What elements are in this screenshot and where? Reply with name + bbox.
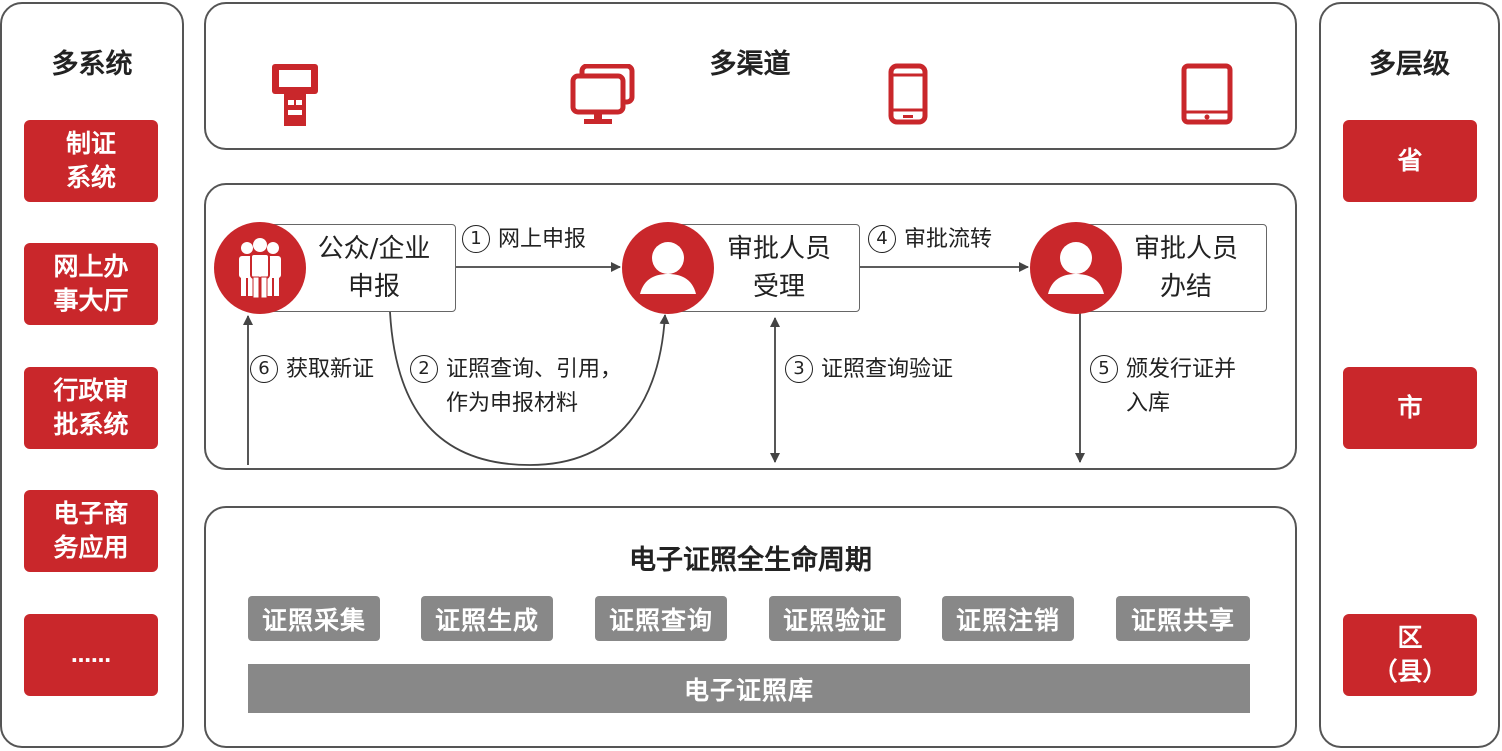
system-item-more: ……	[24, 614, 158, 696]
step-get-new-cert: 6 获取新证	[250, 353, 374, 387]
tablet-icon	[1181, 63, 1233, 125]
step-number: 3	[785, 355, 813, 383]
channels-panel	[204, 2, 1297, 150]
stage-collect: 证照采集	[248, 596, 380, 641]
step-text: 颁发行证并 入库	[1126, 357, 1237, 416]
person-icon	[622, 222, 714, 314]
system-item-admin-approval: 行政审 批系统	[24, 367, 158, 449]
step-text: 审批流转	[904, 227, 993, 252]
step-approval-transfer: 4 审批流转	[868, 223, 992, 257]
desktop-computer-icon	[570, 64, 635, 124]
step-issue-store: 5 颁发行证并 入库	[1090, 353, 1236, 421]
step-text: 证照查询验证	[821, 357, 954, 382]
kiosk-icon	[272, 64, 318, 126]
stage-cancel: 证照注销	[942, 596, 1074, 641]
level-province: 省	[1343, 120, 1477, 202]
group-icon	[214, 222, 306, 314]
stage-query: 证照查询	[595, 596, 727, 641]
step-number: 2	[410, 355, 438, 383]
systems-title: 多系统	[51, 49, 133, 80]
stage-verify: 证照验证	[769, 596, 901, 641]
step-number: 6	[250, 355, 278, 383]
step-text: 获取新证	[286, 357, 375, 382]
step-text: 证照查询、引用， 作为申报材料	[446, 357, 623, 416]
stage-share: 证照共享	[1116, 596, 1250, 641]
mobile-phone-icon	[888, 63, 928, 125]
arrow-query-reference	[389, 311, 670, 466]
channels-title: 多渠道	[709, 49, 791, 80]
step-number: 5	[1090, 355, 1118, 383]
step-number: 1	[462, 225, 490, 253]
system-item-certificate: 制证 系统	[24, 120, 158, 202]
step-query-reference: 2 证照查询、引用， 作为申报材料	[410, 353, 622, 421]
level-city: 市	[1343, 367, 1477, 449]
stage-generate: 证照生成	[421, 596, 553, 641]
step-number: 4	[868, 225, 896, 253]
system-item-ecommerce: 电子商 务应用	[24, 490, 158, 572]
certificate-library-bar: 电子证照库	[248, 664, 1250, 713]
step-online-submit: 1 网上申报	[462, 223, 586, 257]
lifecycle-title: 电子证照全生命周期	[629, 545, 872, 576]
step-text: 网上申报	[498, 227, 587, 252]
level-district: 区 （县）	[1343, 614, 1477, 696]
levels-title: 多层级	[1369, 49, 1450, 80]
system-item-online-hall: 网上办 事大厅	[24, 243, 158, 325]
step-query-verify: 3 证照查询验证	[785, 353, 953, 387]
person-icon	[1030, 222, 1122, 314]
